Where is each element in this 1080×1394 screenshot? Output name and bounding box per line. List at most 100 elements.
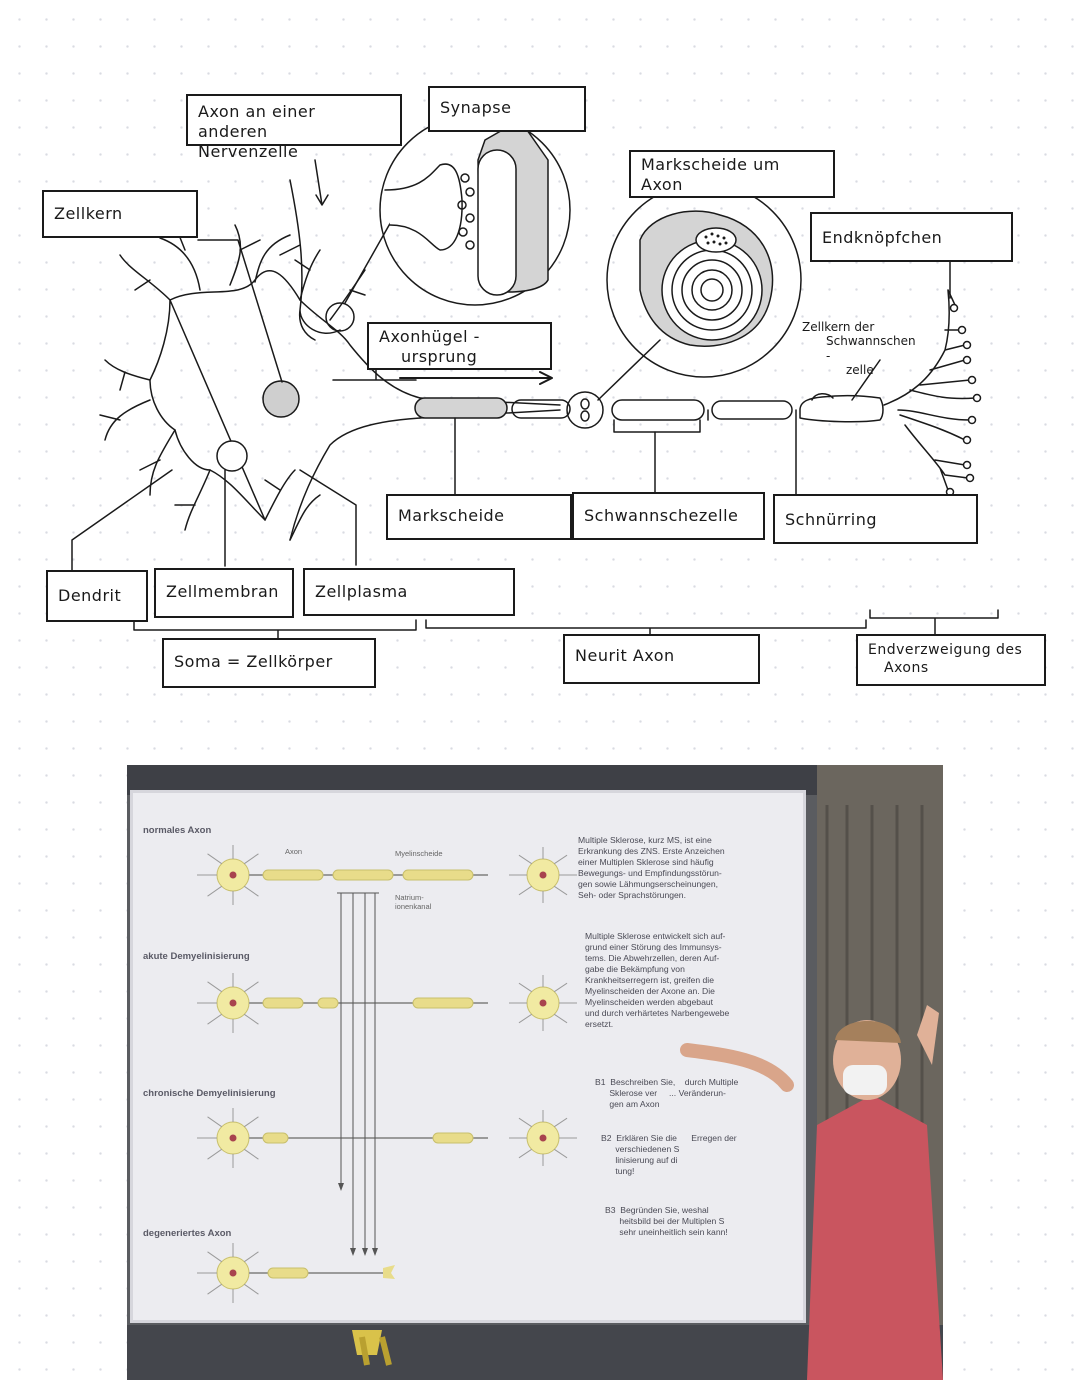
dendrite: [518, 1117, 532, 1128]
dendrite: [207, 1283, 222, 1295]
text-line: und durch verhärtetes Narbengewebe: [585, 1008, 730, 1018]
neuron-nucleus: [539, 871, 547, 879]
lecture-photo: normales Axon akute Demyelinisierung chr…: [127, 765, 943, 1380]
dendrite: [244, 1013, 259, 1025]
text-line: Myelinscheiden werden abgebaut: [585, 997, 714, 1007]
myelin-segment: [262, 1132, 289, 1144]
presenter: [352, 1005, 943, 1380]
neuron-diagram: [71, 114, 999, 641]
stage-label: normales Axon: [143, 825, 212, 836]
label-text: Dendrit: [58, 586, 122, 605]
label-line: Schwannschen -: [826, 334, 916, 363]
neuron-nucleus: [229, 999, 237, 1007]
dendrite: [554, 1117, 568, 1128]
myelin-segment: [317, 997, 339, 1009]
text-line: B1 Beschreiben Sie, durch Multiple: [595, 1077, 739, 1087]
text-line: sehr uneinheitlich sein kann!: [605, 1227, 728, 1237]
text-line: Erkrankung des ZNS. Erste Anzeichen: [578, 846, 725, 856]
other-axon: [289, 179, 341, 341]
dendrite: [518, 1013, 532, 1024]
myelin-segment-1: [414, 397, 508, 419]
myelin-segment: [332, 869, 394, 881]
label-neurite: Neurit Axon: [563, 634, 760, 684]
label-text: Zellkern: [54, 204, 123, 223]
dendrite: [518, 982, 532, 993]
label-line: Axonhügel -: [379, 327, 480, 346]
label-text: Schwannschezelle: [584, 506, 739, 525]
label-axon-other-cell: Axon an einer anderen Nervenzelle: [186, 94, 402, 161]
myelin-segment: [262, 869, 324, 881]
label-line: Endverzweigung des: [868, 642, 1023, 658]
stage-label: chronische Demyelinisierung: [143, 1088, 276, 1099]
label-text: Neurit Axon: [575, 646, 675, 665]
degenerated-tip: [383, 1265, 395, 1279]
myelin-segment: [262, 997, 304, 1009]
text-line: linisierung auf di: [601, 1155, 678, 1165]
dendrite: [244, 1116, 259, 1128]
dendrite: [554, 1013, 568, 1024]
figure-label-sodium-channel: Natrium- ionenkanal: [395, 893, 431, 911]
dendrite: [244, 885, 259, 897]
text-line: verschiedenen S: [601, 1144, 680, 1154]
dendrite: [244, 1251, 259, 1263]
label-line: ionenkanal: [395, 902, 432, 911]
label-node-of-ranvier: Schnürring: [773, 494, 978, 544]
label-line: Zellkern der: [802, 320, 875, 334]
myelin-segment: [267, 1267, 309, 1279]
text-line: B2 Erklären Sie die Erregen der: [601, 1133, 737, 1143]
text-line: gen am Axon: [595, 1099, 660, 1109]
dendrite: [207, 885, 222, 897]
myelin-segment: [402, 869, 474, 881]
dendrite: [207, 853, 222, 865]
dendrite-branches: [99, 224, 366, 541]
text-line: ersetzt.: [585, 1019, 614, 1029]
label-dendrite: Dendrit: [46, 570, 148, 622]
dendrite: [207, 1148, 222, 1160]
dendrite: [244, 853, 259, 865]
dendrite: [554, 854, 568, 865]
dendrite: [244, 981, 259, 993]
dendrite: [554, 982, 568, 993]
label-nucleus: Zellkern: [42, 190, 198, 238]
dendrite: [207, 981, 222, 993]
label-cytoplasm: Zellplasma: [303, 568, 515, 616]
text-line: Bewegungs- und Empfindungsstörun-: [578, 868, 722, 878]
text-line: grund einer Störung des Immunsys-: [585, 942, 722, 952]
text-line: Myelinscheiden der Axone an. Die: [585, 986, 715, 996]
text-line: heitsbild bei der Multiplen S: [605, 1216, 725, 1226]
label-line: Nervenzelle: [198, 142, 299, 161]
label-text: Endknöpfchen: [822, 228, 943, 247]
label-synapse: Synapse: [428, 86, 586, 132]
text-paragraph-1: Multiple Sklerose, kurz MS, ist eine Erk…: [578, 835, 778, 901]
label-text: Schnürring: [785, 510, 877, 529]
neuron-nucleus: [539, 1134, 547, 1142]
neuron-nucleus: [229, 871, 237, 879]
other-axon-arrow: [314, 159, 329, 206]
label-soma: Soma = Zellkörper: [162, 638, 376, 688]
label-myelin-around-axon: Markscheide um Axon: [629, 150, 835, 198]
dendrite: [244, 1148, 259, 1160]
dendrite: [554, 1148, 568, 1159]
text-line: Multiple Sklerose, kurz MS, ist eine: [578, 835, 712, 845]
label-schwann-nucleus: Zellkern der Schwannschen - zelle: [802, 320, 922, 378]
label-line: Axons: [884, 659, 929, 676]
text-line: Sklerose ver ... Veränderun-: [595, 1088, 726, 1098]
text-line: tems. Die Abwehrzellen, deren Auf-: [585, 953, 720, 963]
label-text: Zellmembran: [166, 582, 279, 601]
figure-label-myelin: Myelinscheide: [395, 849, 443, 858]
label-line: Axon: [641, 175, 683, 194]
text-line: einer Multiplen Sklerose sind häufig: [578, 857, 714, 867]
nucleus-shape: [262, 380, 300, 418]
dendrite: [207, 1116, 222, 1128]
task-b1: B1 Beschreiben Sie, durch Multiple Skler…: [595, 1077, 760, 1110]
dendrite: [518, 885, 532, 896]
dendrite: [207, 1251, 222, 1263]
myelin-segment: [412, 997, 474, 1009]
label-axon-hillock: Axonhügel - ursprung: [367, 322, 552, 370]
ms-figure: [197, 845, 577, 1303]
label-schwann-cell: Schwannschezelle: [572, 492, 765, 540]
label-text: Markscheide: [398, 506, 505, 525]
neuron-nucleus: [229, 1269, 237, 1277]
figure-label-axon: Axon: [285, 847, 303, 856]
label-line: Axon an einer anderen: [198, 102, 316, 141]
